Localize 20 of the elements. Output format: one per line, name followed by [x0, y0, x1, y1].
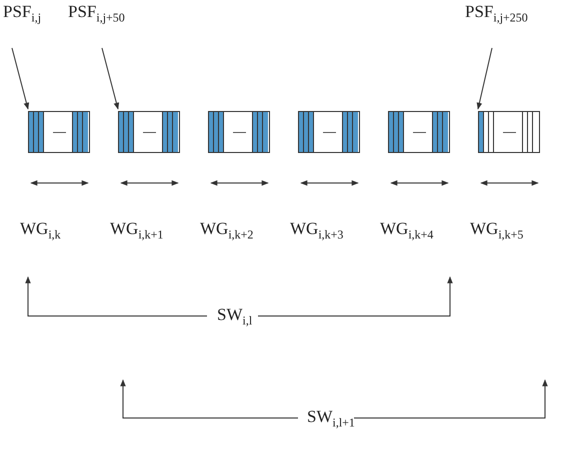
window-label: WG$_{i,k+2}$ — [200, 219, 254, 242]
leader-arrow — [102, 48, 120, 110]
window-label: WG$_{i,k+4}$ — [380, 219, 434, 242]
frame-window — [208, 111, 270, 153]
frame-window — [118, 111, 180, 153]
psf-label: PSF$_{i,j+250}$ — [465, 2, 528, 26]
span-label: SW$_{i,l+1}$ — [307, 407, 355, 430]
frame-window — [28, 111, 90, 153]
psf-label: PSF$_{i,j}$ — [3, 2, 42, 26]
window-label: WG$_{i,k+5}$ — [470, 219, 524, 242]
frame-window — [298, 111, 360, 153]
leader-arrow — [12, 48, 30, 110]
leader-arrow — [476, 48, 492, 110]
window-label: WG$_{i,k}$ — [20, 219, 61, 242]
frame-window — [388, 111, 450, 153]
frame-window — [478, 111, 540, 153]
psf-label: PSF$_{i,j+50}$ — [68, 2, 125, 26]
span-label: SW$_{i,l}$ — [217, 305, 252, 328]
window-label: WG$_{i,k+1}$ — [110, 219, 164, 242]
window-label: WG$_{i,k+3}$ — [290, 219, 344, 242]
